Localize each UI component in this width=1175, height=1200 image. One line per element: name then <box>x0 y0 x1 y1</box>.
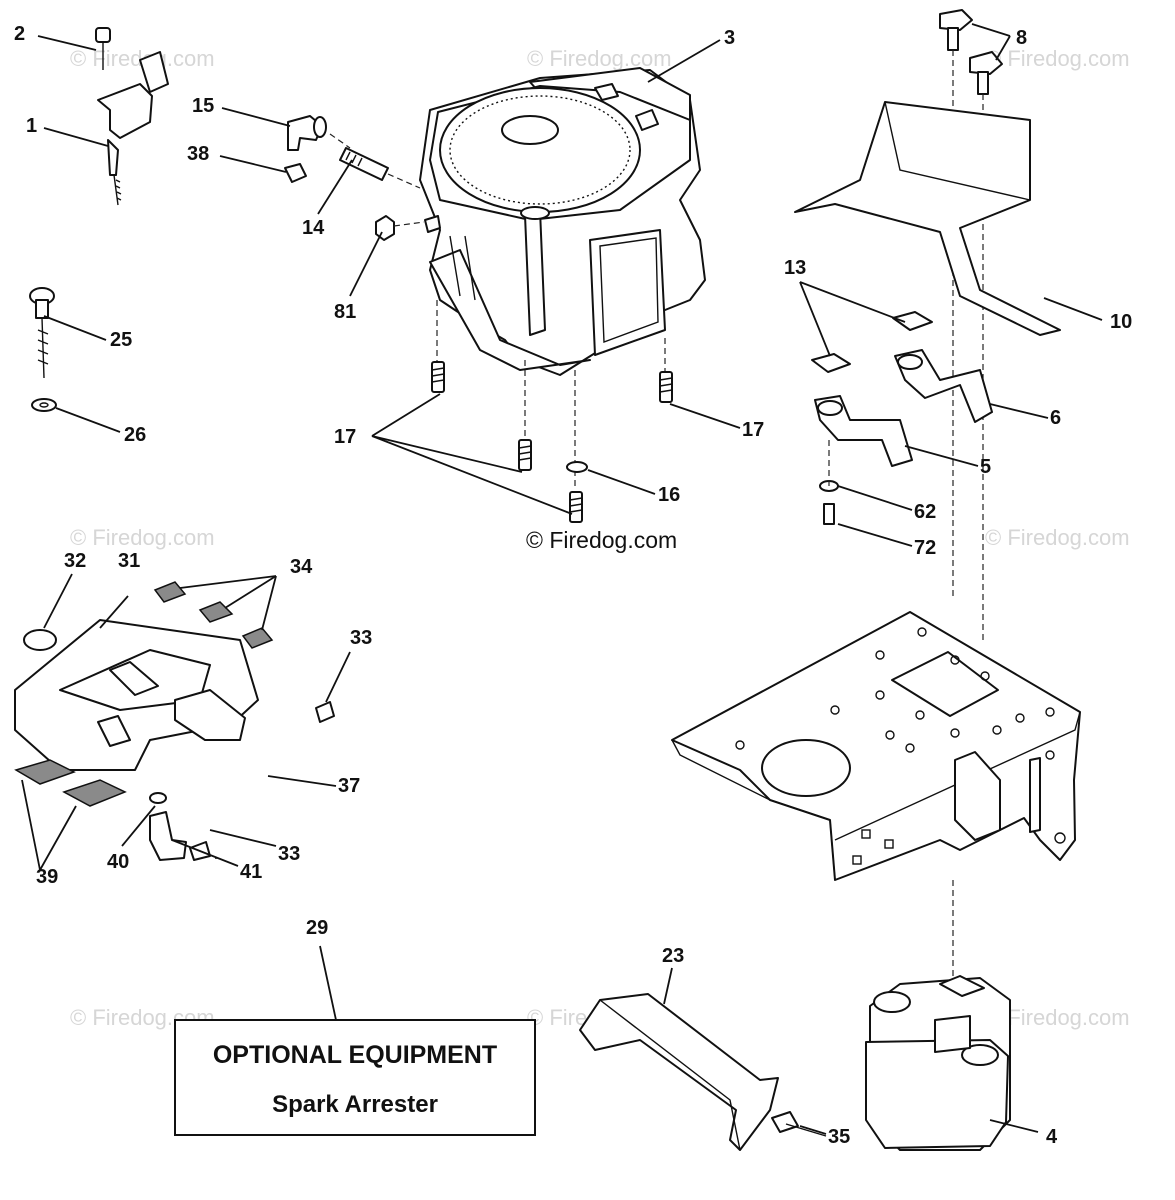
leader-lines <box>21 23 1103 1135</box>
callout-34: 34 <box>290 556 313 578</box>
callout-17-left: 17 <box>334 426 356 448</box>
callout-5: 5 <box>980 456 991 478</box>
callout-14: 14 <box>302 217 325 239</box>
callout-72: 72 <box>914 537 936 559</box>
dipstick-part <box>29 287 57 412</box>
callout-40: 40 <box>107 851 129 873</box>
engine-mount-bolts <box>375 215 673 523</box>
callout-23: 23 <box>662 945 684 967</box>
callout-29: 29 <box>306 917 328 939</box>
callout-numbers: 2 1 3 15 38 14 81 25 26 17 17 16 8 10 13… <box>14 23 1132 1148</box>
heat-shield-part <box>794 101 1061 336</box>
shield-bolts <box>939 9 1003 640</box>
callout-10: 10 <box>1110 311 1132 333</box>
callout-6: 6 <box>1050 407 1061 429</box>
callout-3: 3 <box>724 27 735 49</box>
callout-81: 81 <box>334 301 356 323</box>
optional-equipment-subtitle: Spark Arrester <box>272 1091 438 1118</box>
callout-35: 35 <box>828 1126 850 1148</box>
callout-26: 26 <box>124 424 146 446</box>
callout-25: 25 <box>110 329 132 351</box>
engine-mount-plate <box>671 611 1081 881</box>
callout-33-bottom: 33 <box>278 843 300 865</box>
callout-15: 15 <box>192 95 214 117</box>
optional-equipment-box: OPTIONAL EQUIPMENT Spark Arrester <box>174 1019 536 1136</box>
oil-drain-fittings <box>284 115 421 189</box>
callout-39: 39 <box>36 866 58 888</box>
callout-37: 37 <box>338 775 360 797</box>
watermark-center: © Firedog.com <box>526 527 677 553</box>
watermark-2: © Firedog.com <box>527 46 672 71</box>
callout-17-right: 17 <box>742 419 764 441</box>
watermark-3: © Firedog.com <box>985 46 1130 71</box>
callout-13: 13 <box>784 257 806 279</box>
callout-31: 31 <box>118 550 140 572</box>
callout-32: 32 <box>64 550 86 572</box>
engine-part <box>419 67 706 376</box>
callout-4: 4 <box>1046 1126 1058 1148</box>
callout-8: 8 <box>1016 27 1027 49</box>
spark-arrester-part <box>579 993 827 1151</box>
callout-2: 2 <box>14 23 25 45</box>
callout-1: 1 <box>26 115 37 137</box>
exhaust-pipes <box>811 311 993 525</box>
air-cleaner-assembly <box>14 581 274 807</box>
throttle-control-part <box>95 27 169 206</box>
optional-equipment-title: OPTIONAL EQUIPMENT <box>213 1041 497 1069</box>
callout-62: 62 <box>914 501 936 523</box>
muffler-part <box>865 880 1011 1151</box>
watermark-4: © Firedog.com <box>70 525 215 550</box>
callout-33-top: 33 <box>350 627 372 649</box>
callout-41: 41 <box>240 861 262 883</box>
callout-38: 38 <box>187 143 209 165</box>
watermark-5: © Firedog.com <box>985 525 1130 550</box>
callout-16: 16 <box>658 484 680 506</box>
